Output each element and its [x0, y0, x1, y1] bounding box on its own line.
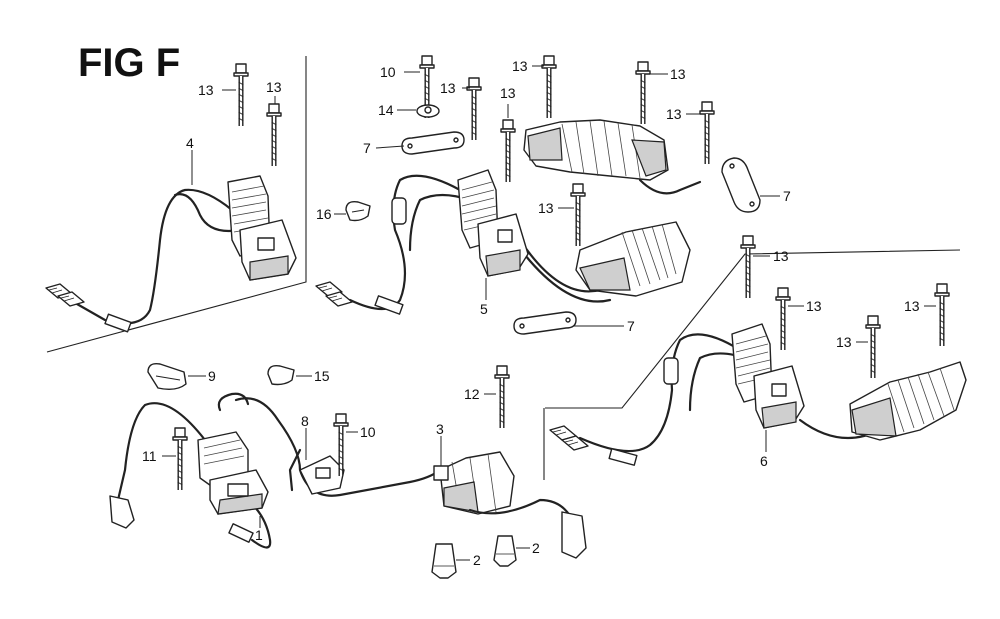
bolt-13	[571, 184, 585, 246]
callout-1: 1	[255, 527, 263, 543]
bolt-11	[173, 428, 187, 490]
callout-14: 14	[378, 102, 394, 118]
cap-2	[493, 535, 517, 567]
bolt-13	[267, 104, 281, 166]
gasket-plate-7	[721, 157, 761, 213]
bolt-13	[467, 78, 481, 140]
callout-11: 11	[142, 448, 157, 464]
callout-13: 13	[904, 298, 920, 314]
bolt-13	[935, 284, 949, 346]
callout-13: 13	[266, 79, 282, 95]
callout-13: 13	[836, 334, 852, 350]
callout-3: 3	[436, 421, 444, 437]
figure-title: FIG F	[78, 41, 180, 85]
callout-13: 13	[666, 106, 682, 122]
wire-lead-8	[234, 397, 442, 497]
callout-8: 8	[301, 413, 309, 429]
callout-9: 9	[208, 368, 216, 384]
callout-15: 15	[314, 368, 330, 384]
gasket-plate-7	[513, 311, 577, 335]
bolt-13	[234, 64, 248, 126]
separator-top-left	[46, 56, 307, 353]
bolt-13	[636, 62, 650, 124]
gasket-plate-7	[401, 131, 465, 155]
bolt-13	[700, 102, 714, 164]
callout-13: 13	[500, 85, 516, 101]
callout-13: 13	[806, 298, 822, 314]
bolt-13	[866, 316, 880, 378]
callout-13: 13	[538, 200, 554, 216]
ignition-coil-3	[433, 451, 587, 559]
separator-right	[545, 249, 961, 409]
callout-2: 2	[473, 552, 481, 568]
bolt-13	[741, 236, 755, 298]
callout-16: 16	[316, 206, 332, 222]
clamp-9	[147, 362, 187, 391]
callout-7: 7	[627, 318, 635, 334]
cap-2	[431, 543, 457, 579]
callout-13: 13	[198, 82, 214, 98]
callout-4: 4	[186, 135, 194, 151]
bolt-12	[495, 366, 509, 428]
callout-5: 5	[480, 301, 488, 317]
bolt-13	[542, 56, 556, 118]
callout-13: 13	[440, 80, 456, 96]
bolt-13	[501, 120, 515, 182]
callout-13: 13	[670, 66, 686, 82]
callout-13: 13	[773, 248, 789, 264]
clamp-16	[345, 200, 371, 222]
callout-10: 10	[360, 424, 376, 440]
callout-7: 7	[783, 188, 791, 204]
callout-13: 13	[512, 58, 528, 74]
bolt-13	[776, 288, 790, 350]
ignition-coil-4	[45, 175, 297, 333]
clamp-15	[267, 364, 295, 386]
ignition-coil-5	[315, 119, 702, 315]
ignition-coil-1	[109, 392, 272, 549]
ignition-coil-6	[549, 323, 967, 466]
callout-6: 6	[760, 453, 768, 469]
callout-7: 7	[363, 140, 371, 156]
callout-10: 10	[380, 64, 396, 80]
callout-12: 12	[464, 386, 480, 402]
callout-2: 2	[532, 540, 540, 556]
